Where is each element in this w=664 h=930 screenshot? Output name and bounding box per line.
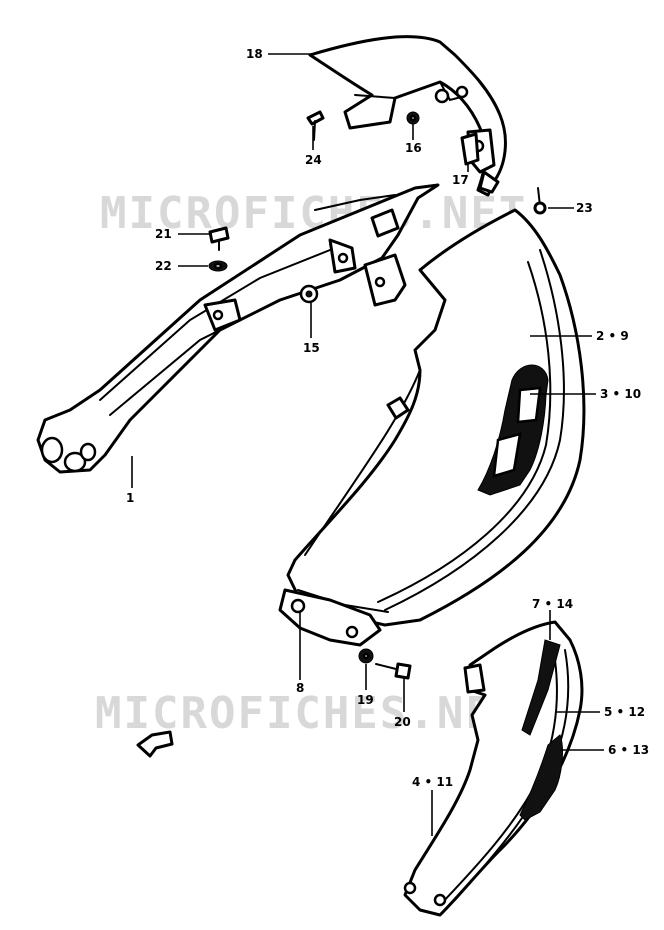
leader-lines <box>131 53 604 836</box>
part-4-11-side-cover <box>403 620 584 917</box>
part-24-screw <box>306 110 325 141</box>
part-19-nut <box>358 648 374 664</box>
part-15-grommet <box>299 284 319 304</box>
part-22-washer <box>208 260 228 272</box>
callout-3-10: 3 • 10 <box>600 387 641 401</box>
callout-7-14: 7 • 14 <box>532 597 573 611</box>
part-20-screw <box>375 662 412 680</box>
callout-24: 24 <box>305 153 322 167</box>
part-1-frame-rail <box>36 183 440 474</box>
part-2-9-tail-cowl <box>278 208 586 647</box>
part-16-nut <box>406 111 420 125</box>
callout-6-13: 6 • 13 <box>608 743 649 757</box>
callout-20: 20 <box>394 715 411 729</box>
callout-16: 16 <box>405 141 422 155</box>
forward-arrow-icon <box>136 730 174 758</box>
part-17-bracket <box>460 132 480 166</box>
callouts: 18 24 16 17 23 21 22 15 2 • 9 3 • 10 1 8… <box>126 47 649 789</box>
callout-19: 19 <box>357 693 374 707</box>
callout-23: 23 <box>576 201 593 215</box>
callout-15: 15 <box>303 341 320 355</box>
watermark-bottom: MICROFICHES.NET <box>95 688 522 739</box>
callout-8: 8 <box>296 681 304 695</box>
callout-2-9: 2 • 9 <box>596 329 629 343</box>
callout-5-12: 5 • 12 <box>604 705 645 719</box>
callout-1: 1 <box>126 491 134 505</box>
callout-17: 17 <box>452 173 469 187</box>
callout-18: 18 <box>246 47 263 61</box>
callout-4-11: 4 • 11 <box>412 775 453 789</box>
part-21-screw <box>208 226 230 251</box>
part-23-screw <box>533 187 547 215</box>
callout-21: 21 <box>155 227 172 241</box>
callout-22: 22 <box>155 259 172 273</box>
